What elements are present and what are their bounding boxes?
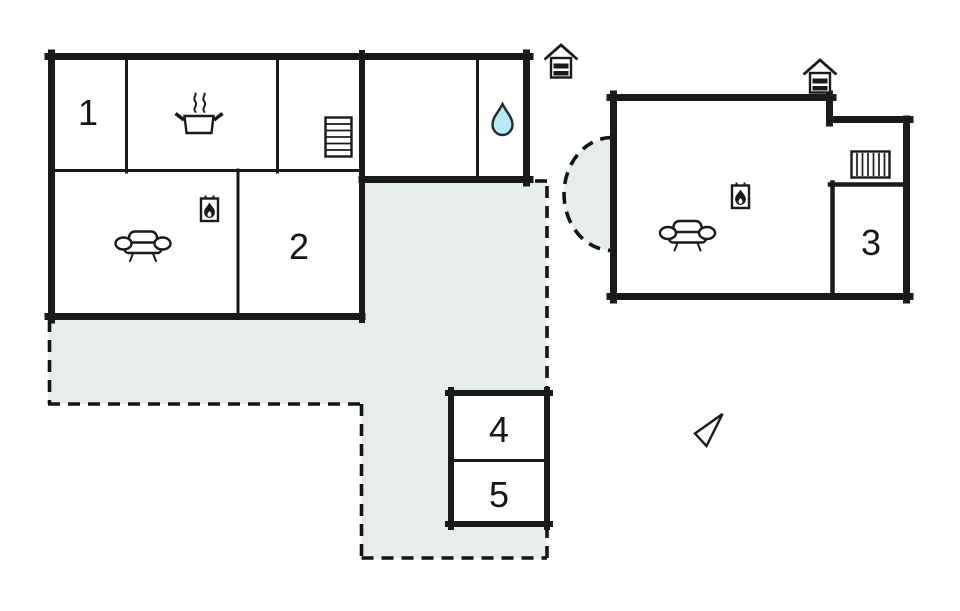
terrace-semicircle bbox=[562, 135, 613, 253]
main-building: 1 2 bbox=[44, 49, 534, 324]
annex-building-floor bbox=[610, 94, 910, 300]
water-drop-icon bbox=[491, 101, 514, 137]
wood-stove-icon bbox=[199, 195, 220, 223]
cooking-pot-steam-icon bbox=[174, 92, 224, 135]
radiator-icon bbox=[850, 150, 891, 179]
room-label-2: 2 bbox=[289, 226, 309, 267]
outbuilding: 4 5 bbox=[445, 387, 553, 530]
terrace-semicircle-fill bbox=[564, 137, 612, 251]
sofa-icon bbox=[658, 219, 717, 252]
terrace-semicircle-arc bbox=[562, 135, 613, 253]
terrace-fill bbox=[48, 181, 547, 558]
wood-stove-icon bbox=[730, 182, 751, 210]
annex-building: 3 bbox=[606, 90, 914, 304]
main-building-floor bbox=[48, 53, 530, 320]
sofa-icon bbox=[114, 230, 172, 262]
room-label-5: 5 bbox=[489, 474, 509, 515]
house-entrance-icon bbox=[543, 43, 579, 79]
stairs-icon bbox=[324, 116, 353, 158]
outbuilding-floor bbox=[448, 390, 550, 527]
room-label-1: 1 bbox=[78, 92, 98, 133]
room-label-4: 4 bbox=[489, 409, 509, 450]
room-label-3: 3 bbox=[861, 222, 881, 263]
house-entrance-icon bbox=[802, 58, 838, 94]
north-arrow-icon bbox=[693, 413, 724, 449]
